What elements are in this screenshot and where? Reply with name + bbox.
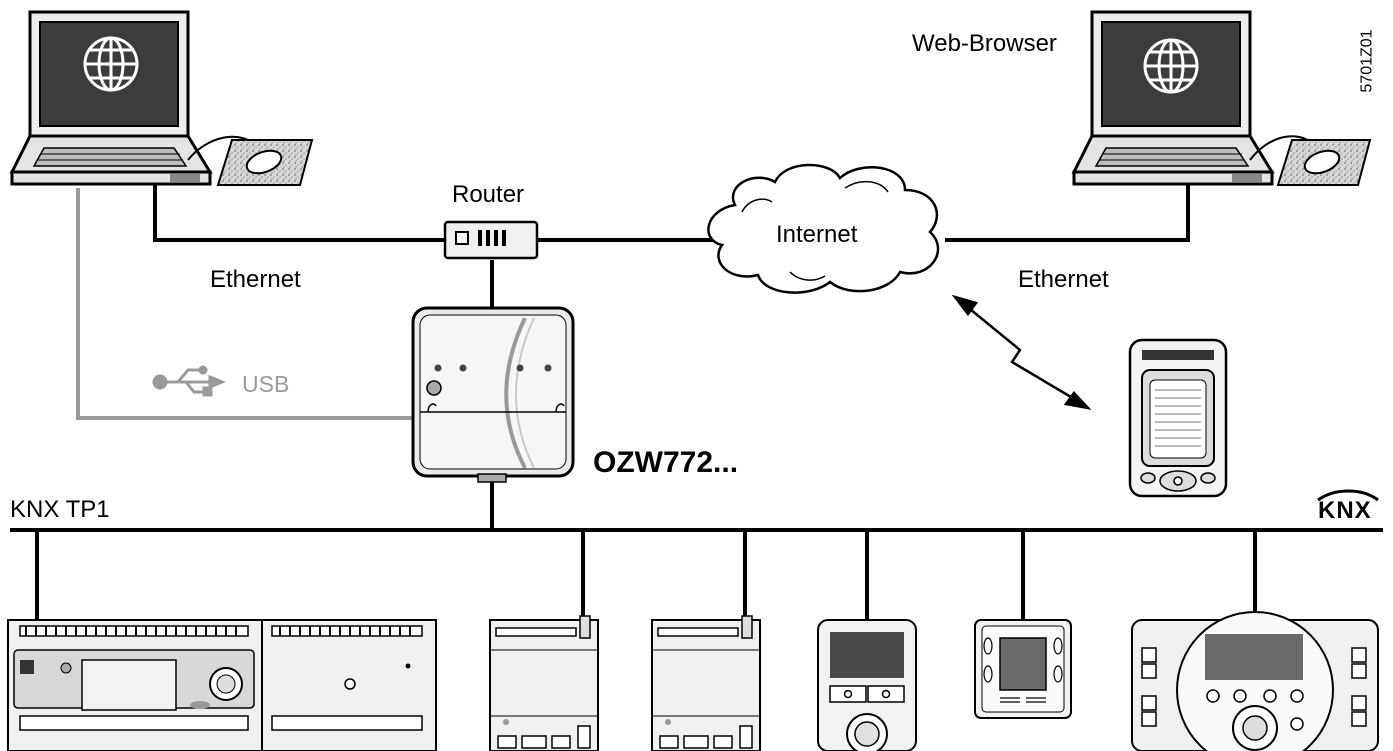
ethernet-cable-left-pc: [153, 185, 445, 242]
bus-label: KNX TP1: [10, 496, 110, 523]
web-browser-label: Web-Browser: [912, 30, 1057, 57]
internet-label: Internet: [776, 221, 858, 248]
usb-cable: [76, 188, 416, 420]
wireless-link-icon: [951, 294, 1092, 410]
laptop-left-icon: [9, 10, 213, 186]
io-module-1-icon: [489, 615, 599, 751]
laptop-right-icon: [1071, 10, 1275, 186]
room-thermostat-icon: [974, 619, 1072, 719]
document-code-label: 5701Z01: [1358, 29, 1376, 93]
usb-symbol-icon: [152, 365, 226, 397]
internet-cloud-icon: [707, 163, 940, 294]
ethernet-left-label: Ethernet: [210, 266, 301, 293]
mobile-device-icon: [1128, 338, 1228, 498]
mouse-left-icon: [187, 135, 314, 186]
connection-lines: [10, 180, 1383, 620]
knx-logo-text: KNX: [1318, 497, 1372, 524]
usb-label: USB: [242, 371, 290, 397]
ethernet-cable-right-pc: [945, 180, 1190, 242]
globe-icon: [1143, 38, 1199, 94]
gateway-label: OZW772...: [593, 446, 739, 479]
globe-icon: [83, 36, 139, 92]
knx-logo: [1317, 489, 1379, 502]
io-module-2-icon: [651, 615, 761, 751]
operator-unit-icon: [1131, 611, 1379, 751]
controller-device-icon: [7, 619, 437, 751]
ethernet-right-label: Ethernet: [1018, 266, 1109, 293]
router-icon: [443, 220, 539, 260]
room-unit-icon: [817, 619, 917, 751]
router-label: Router: [452, 181, 525, 208]
mouse-right-icon: [1249, 135, 1372, 186]
ozw772-gateway-icon: [411, 306, 575, 483]
